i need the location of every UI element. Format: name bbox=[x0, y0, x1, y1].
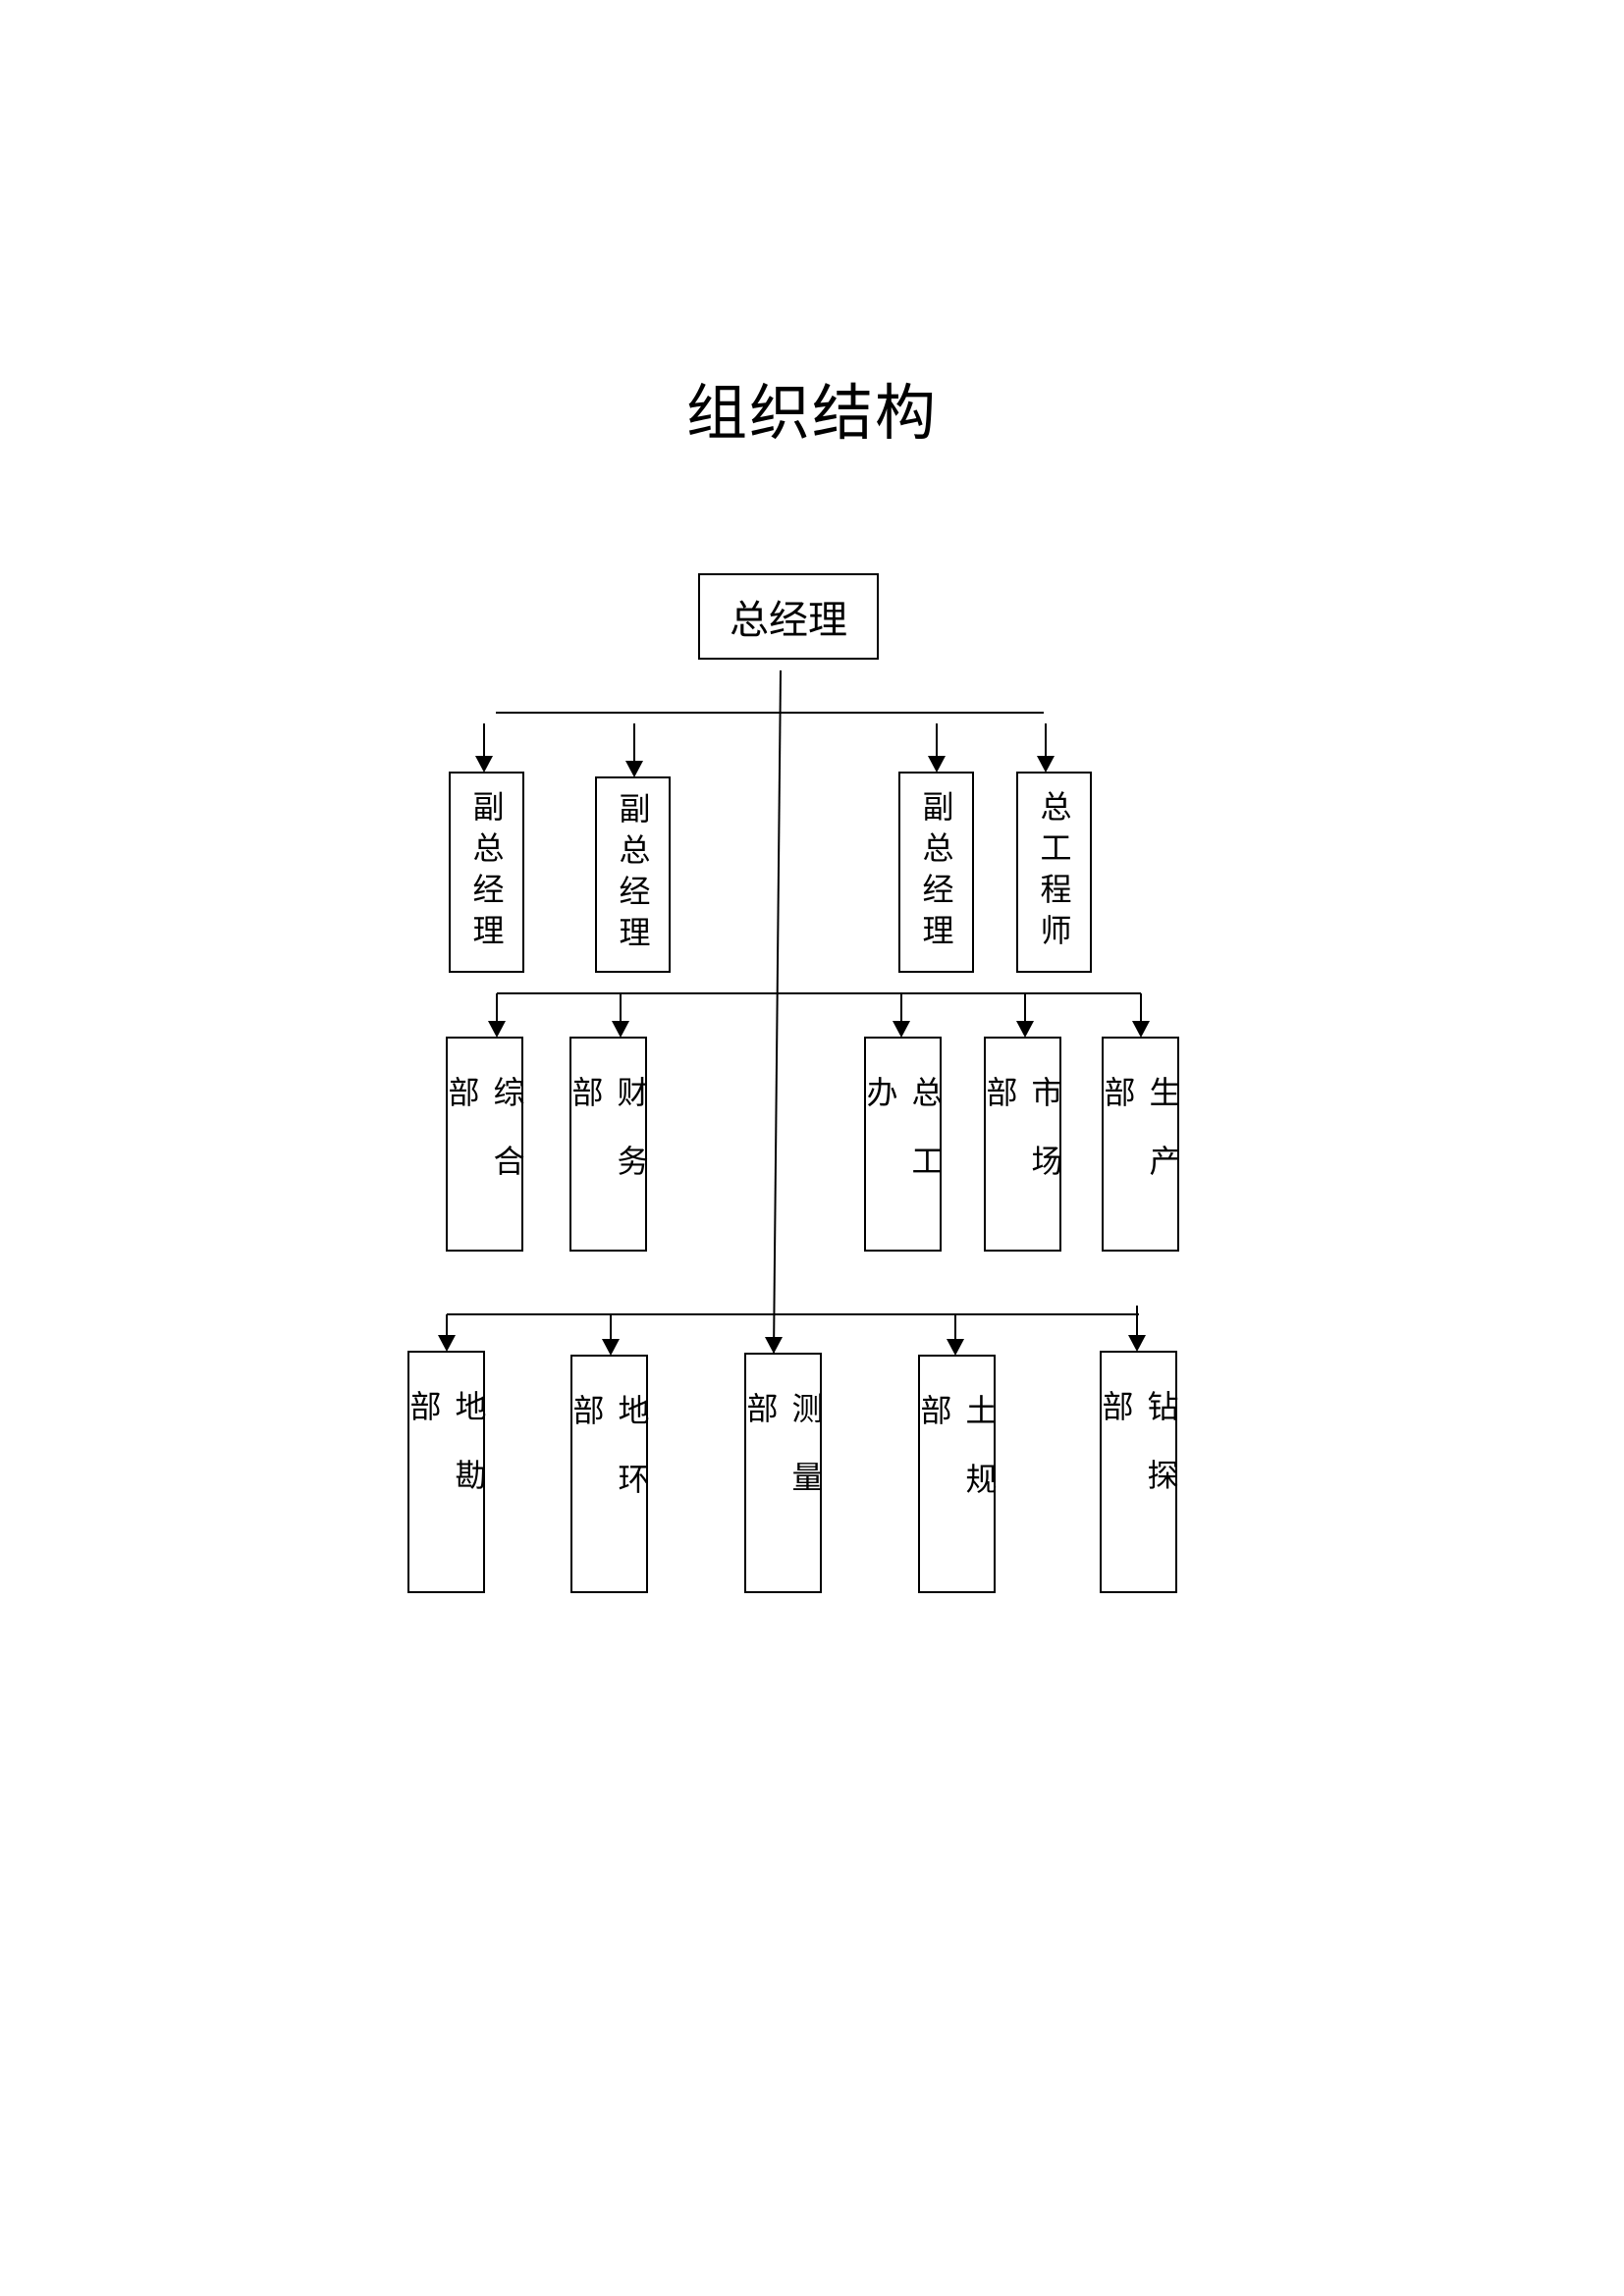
arrow-deputy-gm-3 bbox=[928, 756, 946, 773]
node-surveying-dept: 测量部 bbox=[742, 1353, 825, 1593]
node-deputy-gm-2: 副总经理 bbox=[595, 776, 671, 973]
arrow-deputy-gm-1 bbox=[475, 756, 493, 773]
arrow-land-planning-dept bbox=[947, 1339, 964, 1356]
arrow-production-dept bbox=[1132, 1021, 1150, 1038]
arrow-general-dept bbox=[488, 1021, 506, 1038]
node-geo-env-dept: 地环部 bbox=[568, 1355, 651, 1593]
arrow-chief-engineer bbox=[1037, 756, 1055, 773]
node-deputy-gm-1: 副总经理 bbox=[449, 772, 524, 973]
arrow-chief-engineer-office bbox=[893, 1021, 910, 1038]
arrow-deputy-gm-2 bbox=[625, 761, 643, 777]
node-market-dept: 市场部 bbox=[982, 1037, 1064, 1252]
arrow-market-dept bbox=[1016, 1021, 1034, 1038]
node-drilling-dept: 钻探部 bbox=[1098, 1351, 1180, 1593]
node-land-planning-dept: 土规部 bbox=[916, 1355, 999, 1593]
node-chief-engineer-office: 总工办 bbox=[862, 1037, 945, 1252]
arrow-geo-env-dept bbox=[602, 1339, 620, 1356]
node-production-dept: 生产部 bbox=[1100, 1037, 1182, 1252]
trunk-line bbox=[773, 669, 782, 1356]
node-geo-survey-dept: 地勘部 bbox=[406, 1351, 488, 1593]
page-title: 组织结构 bbox=[685, 377, 938, 449]
node-general-dept: 综合部 bbox=[444, 1037, 526, 1252]
arrow-finance-dept bbox=[612, 1021, 629, 1038]
arrow-surveying-dept bbox=[765, 1337, 783, 1354]
node-chief-engineer: 总工程师 bbox=[1016, 772, 1092, 973]
node-finance-dept: 财务部 bbox=[568, 1037, 650, 1252]
arrow-geo-survey-dept bbox=[438, 1335, 456, 1352]
node-deputy-gm-3: 副总经理 bbox=[898, 772, 974, 973]
node-general-manager: 总经理 bbox=[698, 573, 879, 660]
arrow-drilling-dept bbox=[1128, 1335, 1146, 1352]
